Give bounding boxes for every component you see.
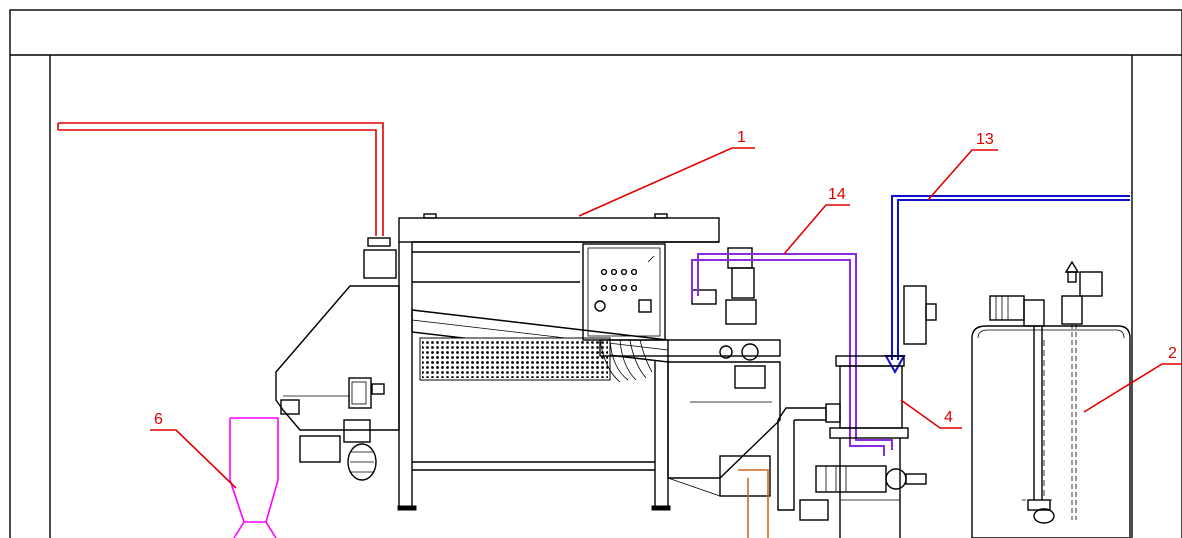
drawing-frame (9, 9, 1182, 538)
pipe-13 (884, 195, 1130, 375)
callout-4: 4 (944, 409, 953, 426)
control-panel (582, 243, 666, 383)
leader-lines (150, 147, 1182, 489)
hopper-6 (229, 417, 279, 538)
drive-motor-top (691, 247, 757, 325)
orange-pipe (738, 469, 769, 538)
callout-labels: 1 2 4 6 13 14 (154, 129, 1177, 428)
callout-13: 13 (976, 131, 994, 148)
main-machine (275, 213, 781, 511)
callout-1: 1 (737, 129, 746, 146)
pipe-14 (691, 253, 893, 456)
callout-14: 14 (828, 186, 846, 203)
inlet-duct (57, 122, 384, 236)
tank-2 (971, 260, 1131, 538)
tank-4 (777, 285, 937, 538)
callout-6: 6 (154, 411, 163, 428)
callout-2: 2 (1168, 345, 1177, 362)
